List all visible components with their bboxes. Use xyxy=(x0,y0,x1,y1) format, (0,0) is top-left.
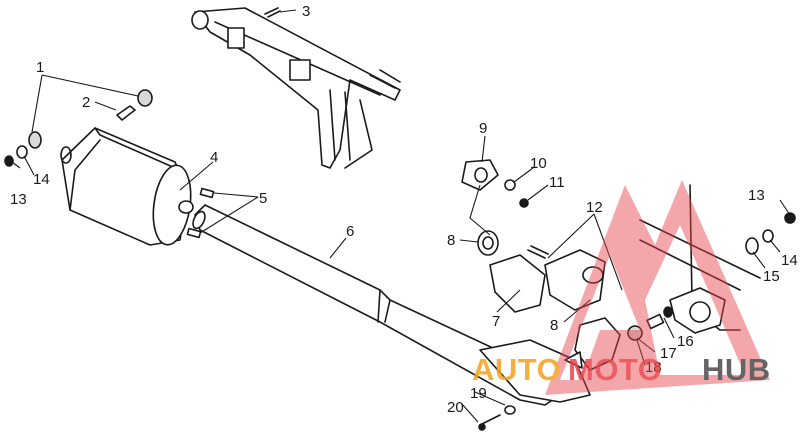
frame-rail xyxy=(191,7,401,169)
label-2: 2 xyxy=(82,94,90,111)
leader-lines xyxy=(11,9,791,423)
label-13-right: 13 xyxy=(748,187,765,204)
label-8-upper: 8 xyxy=(447,232,455,249)
label-10: 10 xyxy=(530,155,547,172)
label-1: 1 xyxy=(36,59,44,76)
label-4: 4 xyxy=(210,149,218,166)
watermark-text-auto: AUTO xyxy=(472,352,561,387)
watermark-text-hub: HUB xyxy=(702,352,771,387)
y-pipes xyxy=(461,159,621,371)
headpipe xyxy=(192,204,591,406)
engine-frame-right xyxy=(478,184,796,431)
label-16: 16 xyxy=(677,333,694,350)
label-9: 9 xyxy=(479,120,487,137)
label-12: 12 xyxy=(586,199,603,216)
label-15: 15 xyxy=(763,268,780,285)
watermark-logo-mountain xyxy=(545,180,770,395)
part-labels: 1 2 3 4 5 6 7 8 8 9 10 11 12 13 13 14 14… xyxy=(10,3,798,416)
muffler xyxy=(60,127,194,246)
label-3: 3 xyxy=(302,3,310,20)
watermark-text-moto: MOTO xyxy=(568,352,662,387)
label-14-left: 14 xyxy=(33,171,50,188)
label-13-left: 13 xyxy=(10,191,27,208)
watermark: AUTO MOTO HUB xyxy=(472,180,771,395)
label-7: 7 xyxy=(492,313,500,330)
label-6: 6 xyxy=(346,223,354,240)
label-8-lower: 8 xyxy=(550,317,558,334)
label-5: 5 xyxy=(259,190,267,207)
hardware-left xyxy=(4,7,281,239)
label-19: 19 xyxy=(470,385,487,402)
label-17: 17 xyxy=(660,345,677,362)
label-14-right: 14 xyxy=(781,252,798,269)
label-11: 11 xyxy=(549,174,565,191)
label-18: 18 xyxy=(645,359,662,376)
label-20: 20 xyxy=(447,399,464,416)
